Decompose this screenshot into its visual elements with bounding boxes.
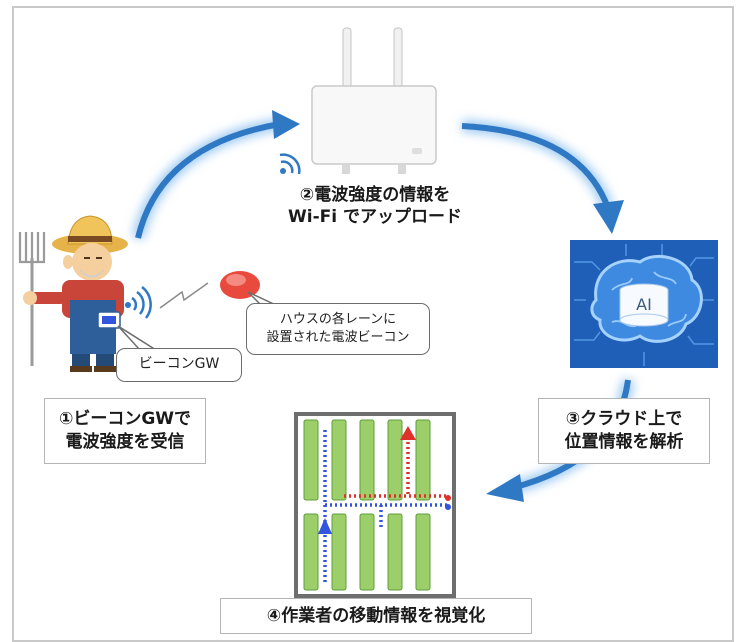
step2-label: ②電波強度の情報を Wi-Fi でアップロード <box>262 184 488 228</box>
step1-line1: ①ビーコンGWで <box>58 409 192 429</box>
beacon-icon <box>220 271 260 299</box>
flow-arrow-router-to-cloud <box>461 120 624 234</box>
step1-box: ①ビーコンGWで 電波強度を受信 <box>44 398 206 464</box>
step3-line2: 位置情報を解析 <box>564 432 684 452</box>
step2-line2: Wi-Fi でアップロード <box>288 207 462 227</box>
beacon-callout-line2: 設置された電波ビーコン <box>266 330 410 345</box>
beacon-callout-tail <box>247 291 279 307</box>
gw-callout-tail <box>117 325 157 351</box>
crop-rows <box>303 419 431 591</box>
router-icon <box>311 27 437 174</box>
gw-callout: ビーコンGW <box>116 348 242 382</box>
route-blue <box>323 430 448 584</box>
step4-line1: ④作業者の移動情報を視覚化 <box>266 606 486 626</box>
radio-link-zigzag <box>159 282 209 309</box>
beacon-callout-line1: ハウスの各レーンに <box>279 312 397 327</box>
farmer-icon <box>18 215 128 372</box>
step1-line2: 電波強度を受信 <box>65 432 185 452</box>
flow-arrow-gw-to-router <box>132 110 300 240</box>
step4-box: ④作業者の移動情報を視覚化 <box>220 598 532 634</box>
route-red <box>344 440 446 498</box>
ai-brain-icon <box>570 240 718 368</box>
step3-box: ③クラウド上で 位置情報を解析 <box>538 398 710 464</box>
step3-line1: ③クラウド上で <box>565 409 683 429</box>
step2-line1: ②電波強度の情報を <box>299 185 451 205</box>
wifi-signal-icon <box>279 153 301 175</box>
beacon-callout: ハウスの各レーンに 設置された電波ビーコン <box>246 303 430 355</box>
gw-callout-line1: ビーコンGW <box>138 356 220 372</box>
ai-label: AI <box>636 295 652 314</box>
gw-signal-icon <box>125 286 152 319</box>
greenhouse-map <box>294 412 456 598</box>
